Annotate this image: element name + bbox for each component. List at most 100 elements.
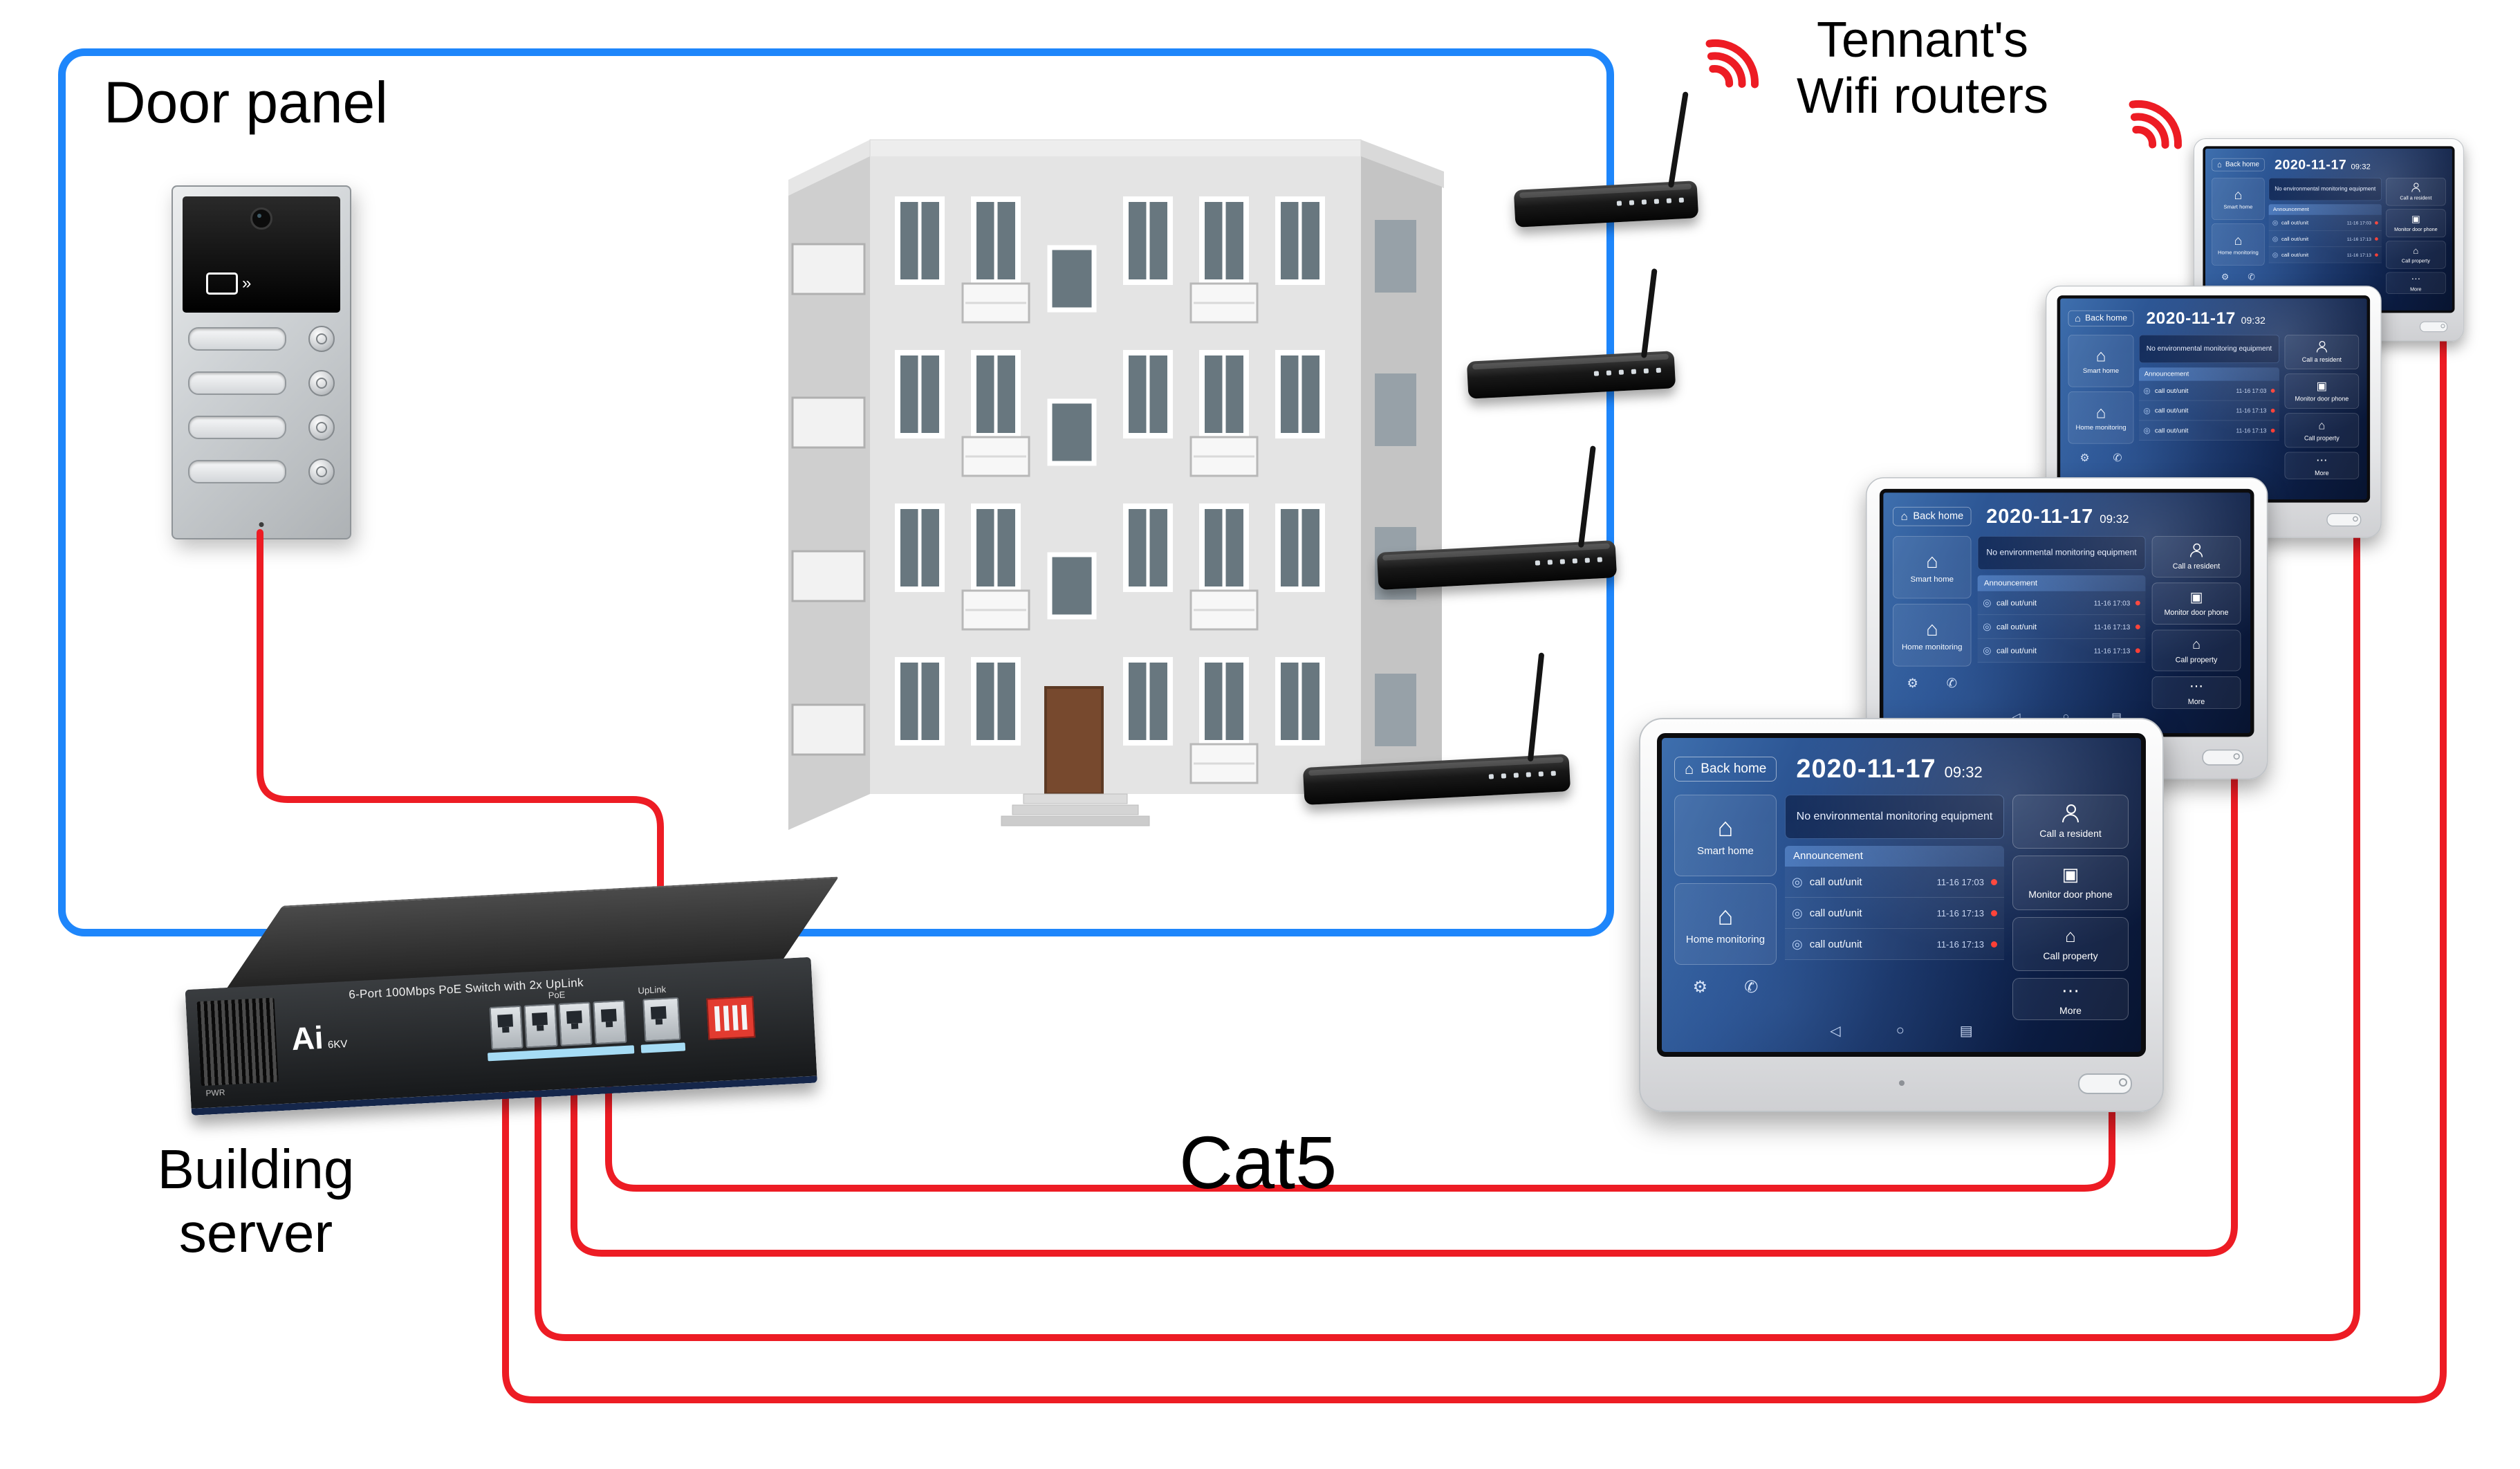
home-icon: ⌂ [2216, 160, 2222, 169]
building-steps [1001, 793, 1150, 826]
record-icon: ◎ [1792, 937, 1803, 951]
call-log-row: ◎ call out/unit 11-16 17:13 [1785, 929, 2004, 960]
nav-recents-icon: ▤ [1959, 1023, 1973, 1039]
monitor-columns: ⌂ Smart home ⌂ Home monitoring ⚙ ✆ [1674, 795, 2129, 1021]
quick-icons-row: ⚙ ✆ [1893, 672, 1971, 691]
unread-badge [1991, 941, 1997, 948]
home-icon: ⌂ [1900, 509, 1908, 523]
call-log-row: ◎ call out/unit 11-16 17:13 [1785, 898, 2004, 929]
home-icon: ⌂ [2234, 232, 2243, 248]
call-time: 11-16 17:13 [2093, 646, 2131, 655]
monitor-columns: ⌂ Smart home ⌂ Home monitoring ⚙ ✆ [1893, 536, 2241, 709]
smart-home-tile: ⌂ Smart home [2212, 178, 2265, 220]
call-log-row: ◎ call out/unit 11-16 17:13 [2139, 421, 2279, 441]
call-property-cell: ⌂ Call property [2386, 241, 2446, 269]
home-monitoring-label: Home monitoring [2075, 423, 2127, 432]
port-label-strip [640, 1042, 686, 1053]
home-icon: ⌂ [2095, 403, 2106, 422]
center-column: No environmental monitoring equipment An… [1977, 536, 2146, 709]
router-antenna [1667, 91, 1689, 188]
switch-vent-grille [196, 997, 279, 1087]
rj45-port [593, 999, 627, 1045]
center-column: No environmental monitoring equipment An… [1785, 795, 2004, 1020]
bell-button [308, 370, 335, 396]
microphone-hole [259, 522, 264, 527]
call-label: call out/unit [2154, 387, 2189, 395]
home-icon: ⌂ [1925, 550, 1938, 573]
nameplate [188, 371, 286, 395]
monitor-ui: ⌂ Back home 2020-11-17 09:32 ⌂ Smart [2205, 148, 2452, 311]
call-time: 11-16 17:13 [2346, 236, 2371, 242]
building-server-label: Building server [104, 1138, 408, 1265]
building-right-roof [1361, 140, 1444, 188]
record-icon: ◎ [1792, 875, 1803, 889]
monitor-top-bar: ⌂ Back home 2020-11-17 09:32 [2068, 306, 2359, 331]
router-leds [1593, 367, 1662, 376]
building-icon: ⌂ [2318, 418, 2326, 432]
home-monitoring-tile: ⌂ Home monitoring [1674, 883, 1777, 965]
door-panel-button-row [173, 455, 350, 486]
call-log-row: ◎ call out/unit 11-16 17:03 [2268, 214, 2382, 231]
camera-lens-icon [250, 207, 272, 230]
more-cell: ⋯ More [2284, 452, 2360, 479]
call-time: 11-16 17:13 [1936, 939, 1984, 950]
announcement-banner: No environmental monitoring equipment [1977, 536, 2146, 571]
right-column: Call a resident ▣ Monitor door phone ⌂ C… [2386, 178, 2446, 295]
call-property-label: Call property [2175, 655, 2218, 664]
more-label: More [2410, 286, 2422, 293]
dip-switch-block [706, 996, 756, 1040]
building-left-roof [788, 140, 870, 196]
call-time: 11-16 17:13 [2346, 252, 2371, 258]
home-monitoring-label: Home monitoring [1685, 933, 1766, 945]
home-icon: ⌂ [2234, 187, 2243, 203]
datetime: 2020-11-17 09:32 [1796, 755, 1982, 784]
building-server-line2: server [178, 1202, 333, 1264]
nav-bar: ◁ ○ ▤ [1674, 1020, 2129, 1041]
back-home-button: ⌂ Back home [1893, 506, 1972, 526]
door-panel-camera-section: » [183, 196, 340, 313]
call-property-cell: ⌂ Call property [2151, 629, 2241, 672]
record-icon: ◎ [2272, 235, 2278, 243]
smart-home-label: Smart home [2223, 203, 2253, 210]
router-antenna [1640, 268, 1658, 358]
call-log-row: ◎ call out/unit 11-16 17:03 [1977, 591, 2146, 616]
left-column: ⌂ Smart home ⌂ Home monitoring ⚙ ✆ [2068, 335, 2134, 479]
brand-subtext: 6KV [327, 1037, 348, 1051]
building-icon: ⌂ [2413, 245, 2419, 256]
brand-text: Ai [290, 1019, 324, 1057]
monitor-mic-hole [1898, 1080, 1905, 1086]
home-monitoring-tile: ⌂ Home monitoring [1893, 604, 1972, 667]
more-icon: ⋯ [2411, 273, 2421, 284]
call-resident-label: Call a resident [2400, 194, 2432, 201]
call-label: call out/unit [1809, 938, 1862, 950]
power-led-label: PWR [205, 1087, 225, 1098]
call-resident-label: Call a resident [2039, 827, 2102, 839]
phone-icon: ✆ [2248, 272, 2255, 282]
more-label: More [2059, 1005, 2082, 1017]
wifi-signal-icon [2129, 100, 2182, 149]
person-icon [2062, 804, 2079, 822]
call-log-row: ◎ call out/unit 11-16 17:13 [1977, 615, 2146, 639]
announcement-header: Announcement [1785, 846, 2004, 867]
call-property-cell: ⌂ Call property [2012, 916, 2129, 972]
unread-badge [2270, 408, 2275, 413]
quick-icons-row: ⚙ ✆ [1674, 972, 1777, 997]
router-leds [1616, 197, 1685, 206]
card-reader-icon: » [206, 272, 251, 295]
monitor-door-cell: ▣ Monitor door phone [2012, 856, 2129, 910]
smart-home-tile: ⌂ Smart home [1893, 536, 1972, 599]
building-icon: ⌂ [2065, 925, 2076, 946]
announcement-banner: No environmental monitoring equipment [2268, 178, 2382, 201]
call-log-row: ◎ call out/unit 11-16 17:13 [1977, 638, 2146, 663]
date-text: 2020-11-17 [1796, 754, 1936, 784]
monitor-door-label: Monitor door phone [2295, 395, 2349, 403]
home-monitoring-tile: ⌂ Home monitoring [2068, 391, 2134, 444]
monitor-columns: ⌂ Smart home ⌂ Home monitoring ⚙ ✆ [2068, 335, 2360, 479]
card-waves-icon: » [242, 274, 252, 293]
unread-badge [2375, 237, 2378, 241]
tenants-wifi-line2: Wifi routers [1796, 68, 2049, 124]
unread-badge [2375, 253, 2378, 257]
right-column: Call a resident ▣ Monitor door phone ⌂ C… [2012, 795, 2129, 1021]
router-leds [1488, 770, 1556, 779]
right-column: Call a resident ▣ Monitor door phone ⌂ C… [2284, 335, 2360, 479]
